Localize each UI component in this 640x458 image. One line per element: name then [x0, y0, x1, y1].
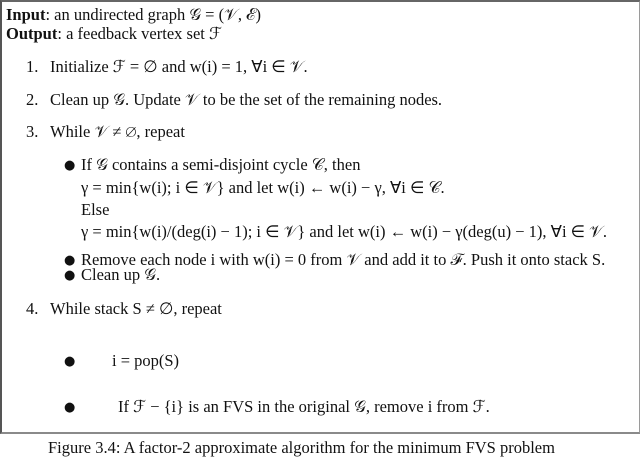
step-3: 3. While 𝒱 ≠ ∅, repeat: [26, 122, 185, 142]
step-text: Clean up 𝒢. Update 𝒱 to be the set of th…: [50, 90, 443, 109]
step-1: 1. Initialize ℱ = ∅ and w(i) = 1, ∀i ∈ 𝒱.: [26, 57, 308, 77]
output-line: Output: a feedback vertex set ℱ: [6, 24, 222, 44]
input-line: Input: an undirected graph 𝒢 = (𝒱, ℰ): [6, 5, 261, 25]
step3-bullet1-line1: If 𝒢 contains a semi-disjoint cycle 𝒞, t…: [81, 155, 361, 174]
step3-bullet1-line4: γ = min{w(i)/(deg(i) − 1); i ∈ 𝒱} and le…: [81, 222, 608, 241]
figure-caption: Figure 3.4: A factor-2 approximate algor…: [48, 438, 555, 457]
step3-bullet1-line3: Else: [81, 200, 110, 219]
step-number: 4.: [26, 299, 39, 318]
step3-bullet3: Clean up 𝒢.: [81, 265, 161, 284]
step-number: 1.: [26, 57, 39, 76]
bullet-icon: ●: [64, 158, 76, 173]
input-label: Input: [6, 5, 46, 24]
step-4: 4. While stack S ≠ ∅, repeat: [26, 299, 222, 319]
input-text: : an undirected graph 𝒢 = (𝒱, ℰ): [45, 5, 262, 24]
step3-bullet1-line2: γ = min{w(i); i ∈ 𝒱} and let w(i) ← w(i)…: [81, 178, 445, 197]
step-text: While 𝒱 ≠ ∅, repeat: [50, 122, 185, 141]
step-number: 3.: [26, 122, 39, 141]
output-label: Output: [6, 24, 58, 43]
step-2: 2. Clean up 𝒢. Update 𝒱 to be the set of …: [26, 90, 442, 110]
step4-bullet2: If ℱ − {i} is an FVS in the original 𝒢, …: [118, 397, 490, 416]
bullet-icon: ●: [64, 354, 76, 369]
bullet-icon: ●: [64, 253, 76, 268]
algorithm-box: Input: an undirected graph 𝒢 = (𝒱, ℰ) Ou…: [0, 0, 640, 434]
step3-bullet2: Remove each node i with w(i) = 0 from 𝒱 …: [81, 250, 606, 269]
bullet-icon: ●: [64, 268, 76, 283]
step-number: 2.: [26, 90, 39, 109]
bullet-icon: ●: [64, 400, 76, 415]
output-text: : a feedback vertex set ℱ: [57, 24, 222, 43]
step-text: While stack S ≠ ∅, repeat: [50, 299, 222, 318]
step-text: Initialize ℱ = ∅ and w(i) = 1, ∀i ∈ 𝒱.: [50, 57, 308, 76]
step4-bullet1: i = pop(S): [112, 351, 180, 370]
